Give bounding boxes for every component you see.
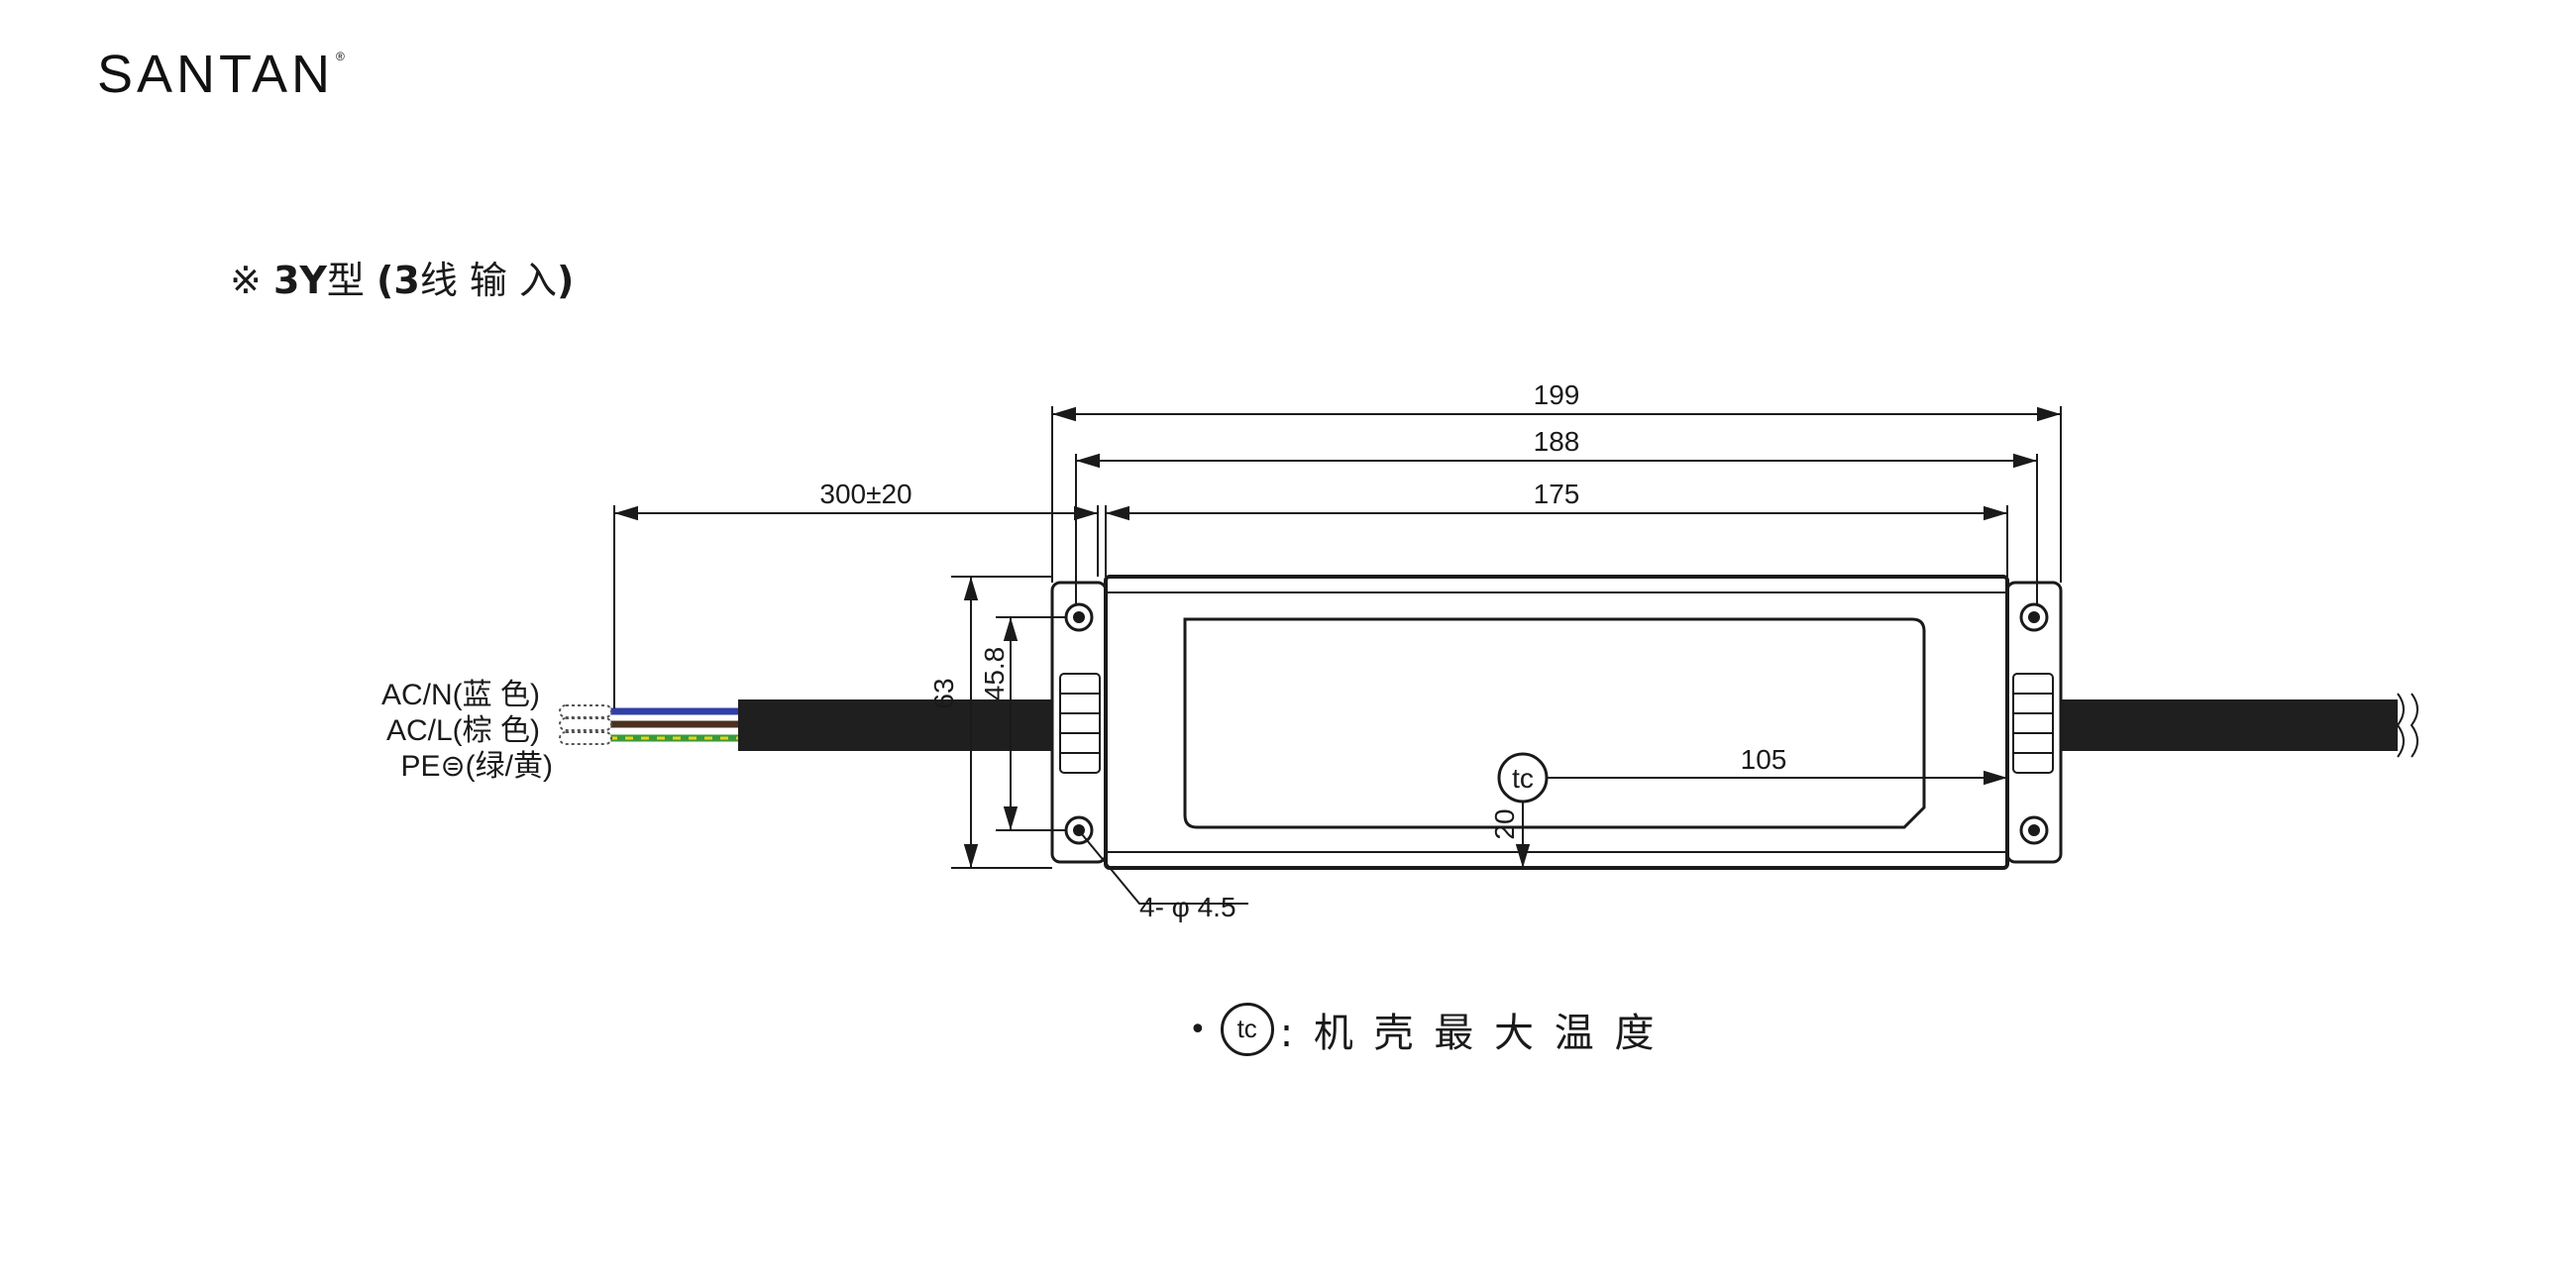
wire-label-earth: PE⊜(绿/黄) [401, 750, 553, 783]
paren-close: ) [557, 259, 575, 302]
label-area [1183, 617, 1926, 829]
tc-point-marker: tc [1497, 752, 1549, 804]
registered-mark: ® [336, 50, 349, 63]
left-cable [559, 699, 1065, 751]
dim-tc-vertical: 20 [1489, 808, 1520, 839]
right-cable [2061, 693, 2418, 758]
tc-note: • tc : 机 壳 最 大 温 度 [1189, 1001, 1658, 1058]
bullet: • [1189, 1012, 1211, 1047]
wire-label-neutral: AC/N(蓝 色) [381, 679, 540, 711]
right-mounting-bracket [2005, 581, 2063, 864]
tc-symbol: tc [1512, 763, 1534, 794]
model-code: 3Y [272, 259, 327, 302]
paren-open: ( [376, 259, 394, 302]
tc-note-text: : 机 壳 最 大 温 度 [1279, 1011, 1659, 1056]
dim-hole-spacing: 45.8 [979, 647, 1010, 701]
dim-body-length: 175 [1534, 479, 1580, 509]
logo-text: SANTAN [97, 45, 335, 104]
input-description: 线 输 入 [419, 259, 558, 302]
left-mounting-bracket [1050, 581, 1108, 864]
tc-icon: tc [1220, 1003, 1274, 1056]
dim-height: 63 [928, 678, 959, 708]
brand-logo: SANTAN® [97, 44, 349, 105]
wire-label-live: AC/L(棕 色) [386, 714, 540, 747]
dim-tc-horizontal: 105 [1741, 744, 1787, 775]
section-title: ※ 3Y型 (3线 输 入) [230, 250, 574, 304]
stripped-wire-ends [559, 704, 612, 745]
dim-bracket-length: 188 [1534, 426, 1580, 457]
wire-legend: AC/N(蓝 色) AC/L(棕 色) PE⊜(绿/黄) [381, 679, 553, 783]
dim-overall-length: 199 [1534, 379, 1580, 410]
wire-count: 3 [393, 259, 420, 302]
driver-housing [1104, 575, 2009, 870]
dim-cable-length: 300±20 [819, 479, 912, 509]
model-suffix: 型 [326, 259, 365, 302]
dim-mounting-holes: 4- φ 4.5 [1139, 892, 1236, 922]
reference-mark-icon: ※ [230, 259, 262, 302]
